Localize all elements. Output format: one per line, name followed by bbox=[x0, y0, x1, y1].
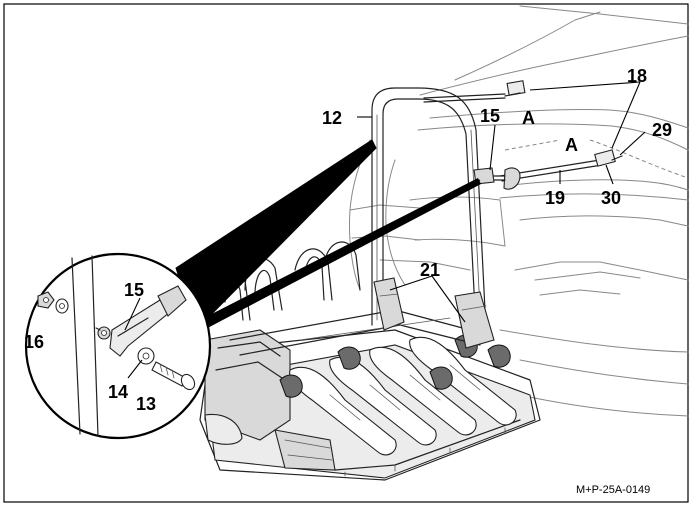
label-15-detail: 15 bbox=[124, 280, 144, 300]
label-18: 18 bbox=[627, 66, 647, 86]
zoom-connectors bbox=[175, 139, 481, 332]
car-rear bbox=[349, 5, 689, 417]
label-a-lower: A bbox=[565, 135, 578, 155]
tension-lever-21b bbox=[454, 291, 495, 349]
wheel-ratchets bbox=[279, 334, 511, 398]
wheel-trays bbox=[289, 336, 517, 456]
bike-carrier bbox=[199, 87, 541, 481]
label-21: 21 bbox=[420, 260, 440, 280]
label-12: 12 bbox=[322, 108, 342, 128]
figure-code: M+P-25A-0149 bbox=[576, 484, 650, 496]
figure-frame bbox=[3, 3, 689, 503]
label-29: 29 bbox=[652, 120, 672, 140]
callout-labels: 12 15 A 18 A 29 19 30 21 15 16 14 13 bbox=[24, 66, 672, 414]
hook-18-upper bbox=[506, 80, 526, 96]
label-15-main: 15 bbox=[480, 106, 500, 126]
leader-lines bbox=[124, 81, 646, 379]
label-30: 30 bbox=[601, 188, 621, 208]
label-19: 19 bbox=[545, 188, 565, 208]
detail-magnifier bbox=[24, 252, 212, 440]
coupling-housing bbox=[204, 329, 291, 441]
label-a-upper: A bbox=[522, 108, 535, 128]
strap-buckle bbox=[503, 167, 521, 190]
label-14: 14 bbox=[108, 382, 128, 402]
tension-lever-21a bbox=[373, 277, 405, 331]
tension-straps bbox=[423, 80, 623, 190]
label-16: 16 bbox=[24, 332, 44, 352]
label-13: 13 bbox=[136, 394, 156, 414]
hook-18-lower bbox=[594, 149, 616, 167]
release-handle bbox=[204, 413, 243, 445]
